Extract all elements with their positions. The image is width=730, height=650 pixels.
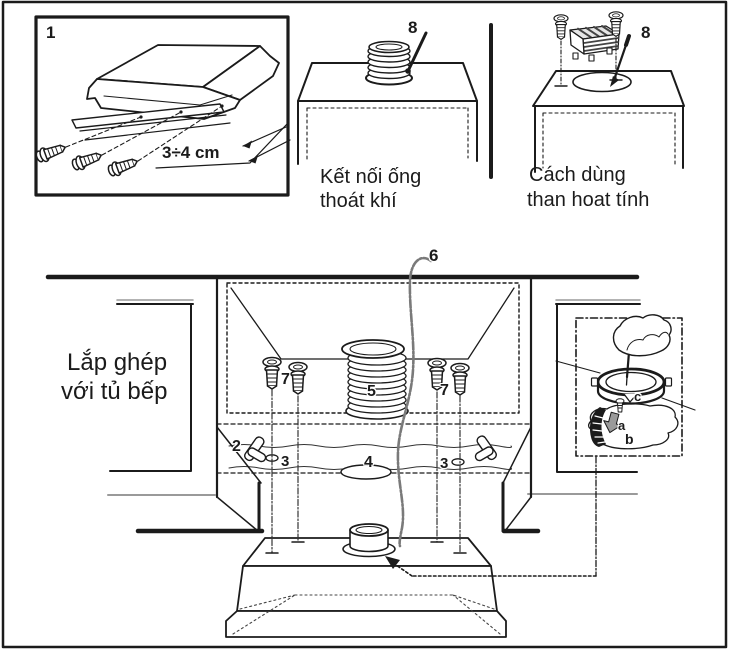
panel2-caption-line1: Kết nối ống <box>320 166 422 188</box>
mounting-bracket <box>71 103 231 141</box>
power-cable <box>396 256 433 548</box>
fixing-clip-right <box>474 435 497 462</box>
screwdriver-icon <box>610 34 631 87</box>
panel1-step-box <box>33 15 291 197</box>
left-neighbor-cabinet <box>107 299 265 534</box>
cabinet-lower-sides <box>216 426 532 533</box>
panel3-charcoal-filter <box>532 11 685 173</box>
press-down-arrow <box>603 411 622 434</box>
clamp-ring <box>590 367 673 405</box>
panel3-step-number: 8 <box>641 23 651 42</box>
label-screws-7-right: 7 <box>440 382 449 399</box>
outlet-collar <box>342 523 396 558</box>
panel2-step-number: 8 <box>408 18 418 37</box>
duct-opening <box>340 464 392 480</box>
main-caption-line1: Lắp ghép <box>67 349 168 376</box>
cabinet-screws <box>262 356 470 554</box>
screw-hole-right <box>451 458 465 466</box>
cabinet-shelf <box>216 423 532 480</box>
bracket-screws <box>33 104 224 179</box>
collar-callout-line <box>385 456 597 577</box>
exhaust-duct <box>341 339 409 420</box>
label-screws-7-left: 7 <box>281 371 290 388</box>
duct-end-tool <box>405 31 428 74</box>
label-duct-5: 5 <box>367 383 376 400</box>
label-hole-3-right: 3 <box>440 455 449 472</box>
panel1-step-number: 1 <box>46 23 56 42</box>
panel1-dimension-label: 3÷4 cm <box>162 143 220 162</box>
flexible-duct-coil <box>365 40 413 86</box>
main-installation-figure <box>45 256 696 638</box>
inset-label-c: c <box>634 389 642 404</box>
label-clip-2: 2 <box>232 438 241 455</box>
label-hole-4: 4 <box>364 454 373 471</box>
panel3-caption-line1: Cách dùng <box>529 164 626 186</box>
inset-label-a: a <box>618 418 626 433</box>
inset-label-b: b <box>625 431 634 447</box>
range-hood-body <box>225 523 507 638</box>
dimension-callout <box>155 122 291 169</box>
collar-detail-inset <box>555 314 696 457</box>
ring-screw <box>615 398 625 413</box>
main-caption-line2: với tủ bếp <box>61 378 168 405</box>
panel3-caption-line2: than hoat tính <box>527 189 650 211</box>
hand-with-screwdriver <box>612 314 672 386</box>
charcoal-filter-figure <box>569 25 620 62</box>
panel2-caption-line2: thoát khí <box>320 190 397 212</box>
duct-end-band <box>590 407 606 447</box>
right-neighbor-cabinet <box>501 299 641 534</box>
label-hole-3-left: 3 <box>281 453 290 470</box>
fixing-clip-left <box>244 436 267 463</box>
panel2-duct-connection <box>297 31 478 165</box>
label-cable-6: 6 <box>429 246 439 265</box>
duct-hole <box>572 71 632 93</box>
